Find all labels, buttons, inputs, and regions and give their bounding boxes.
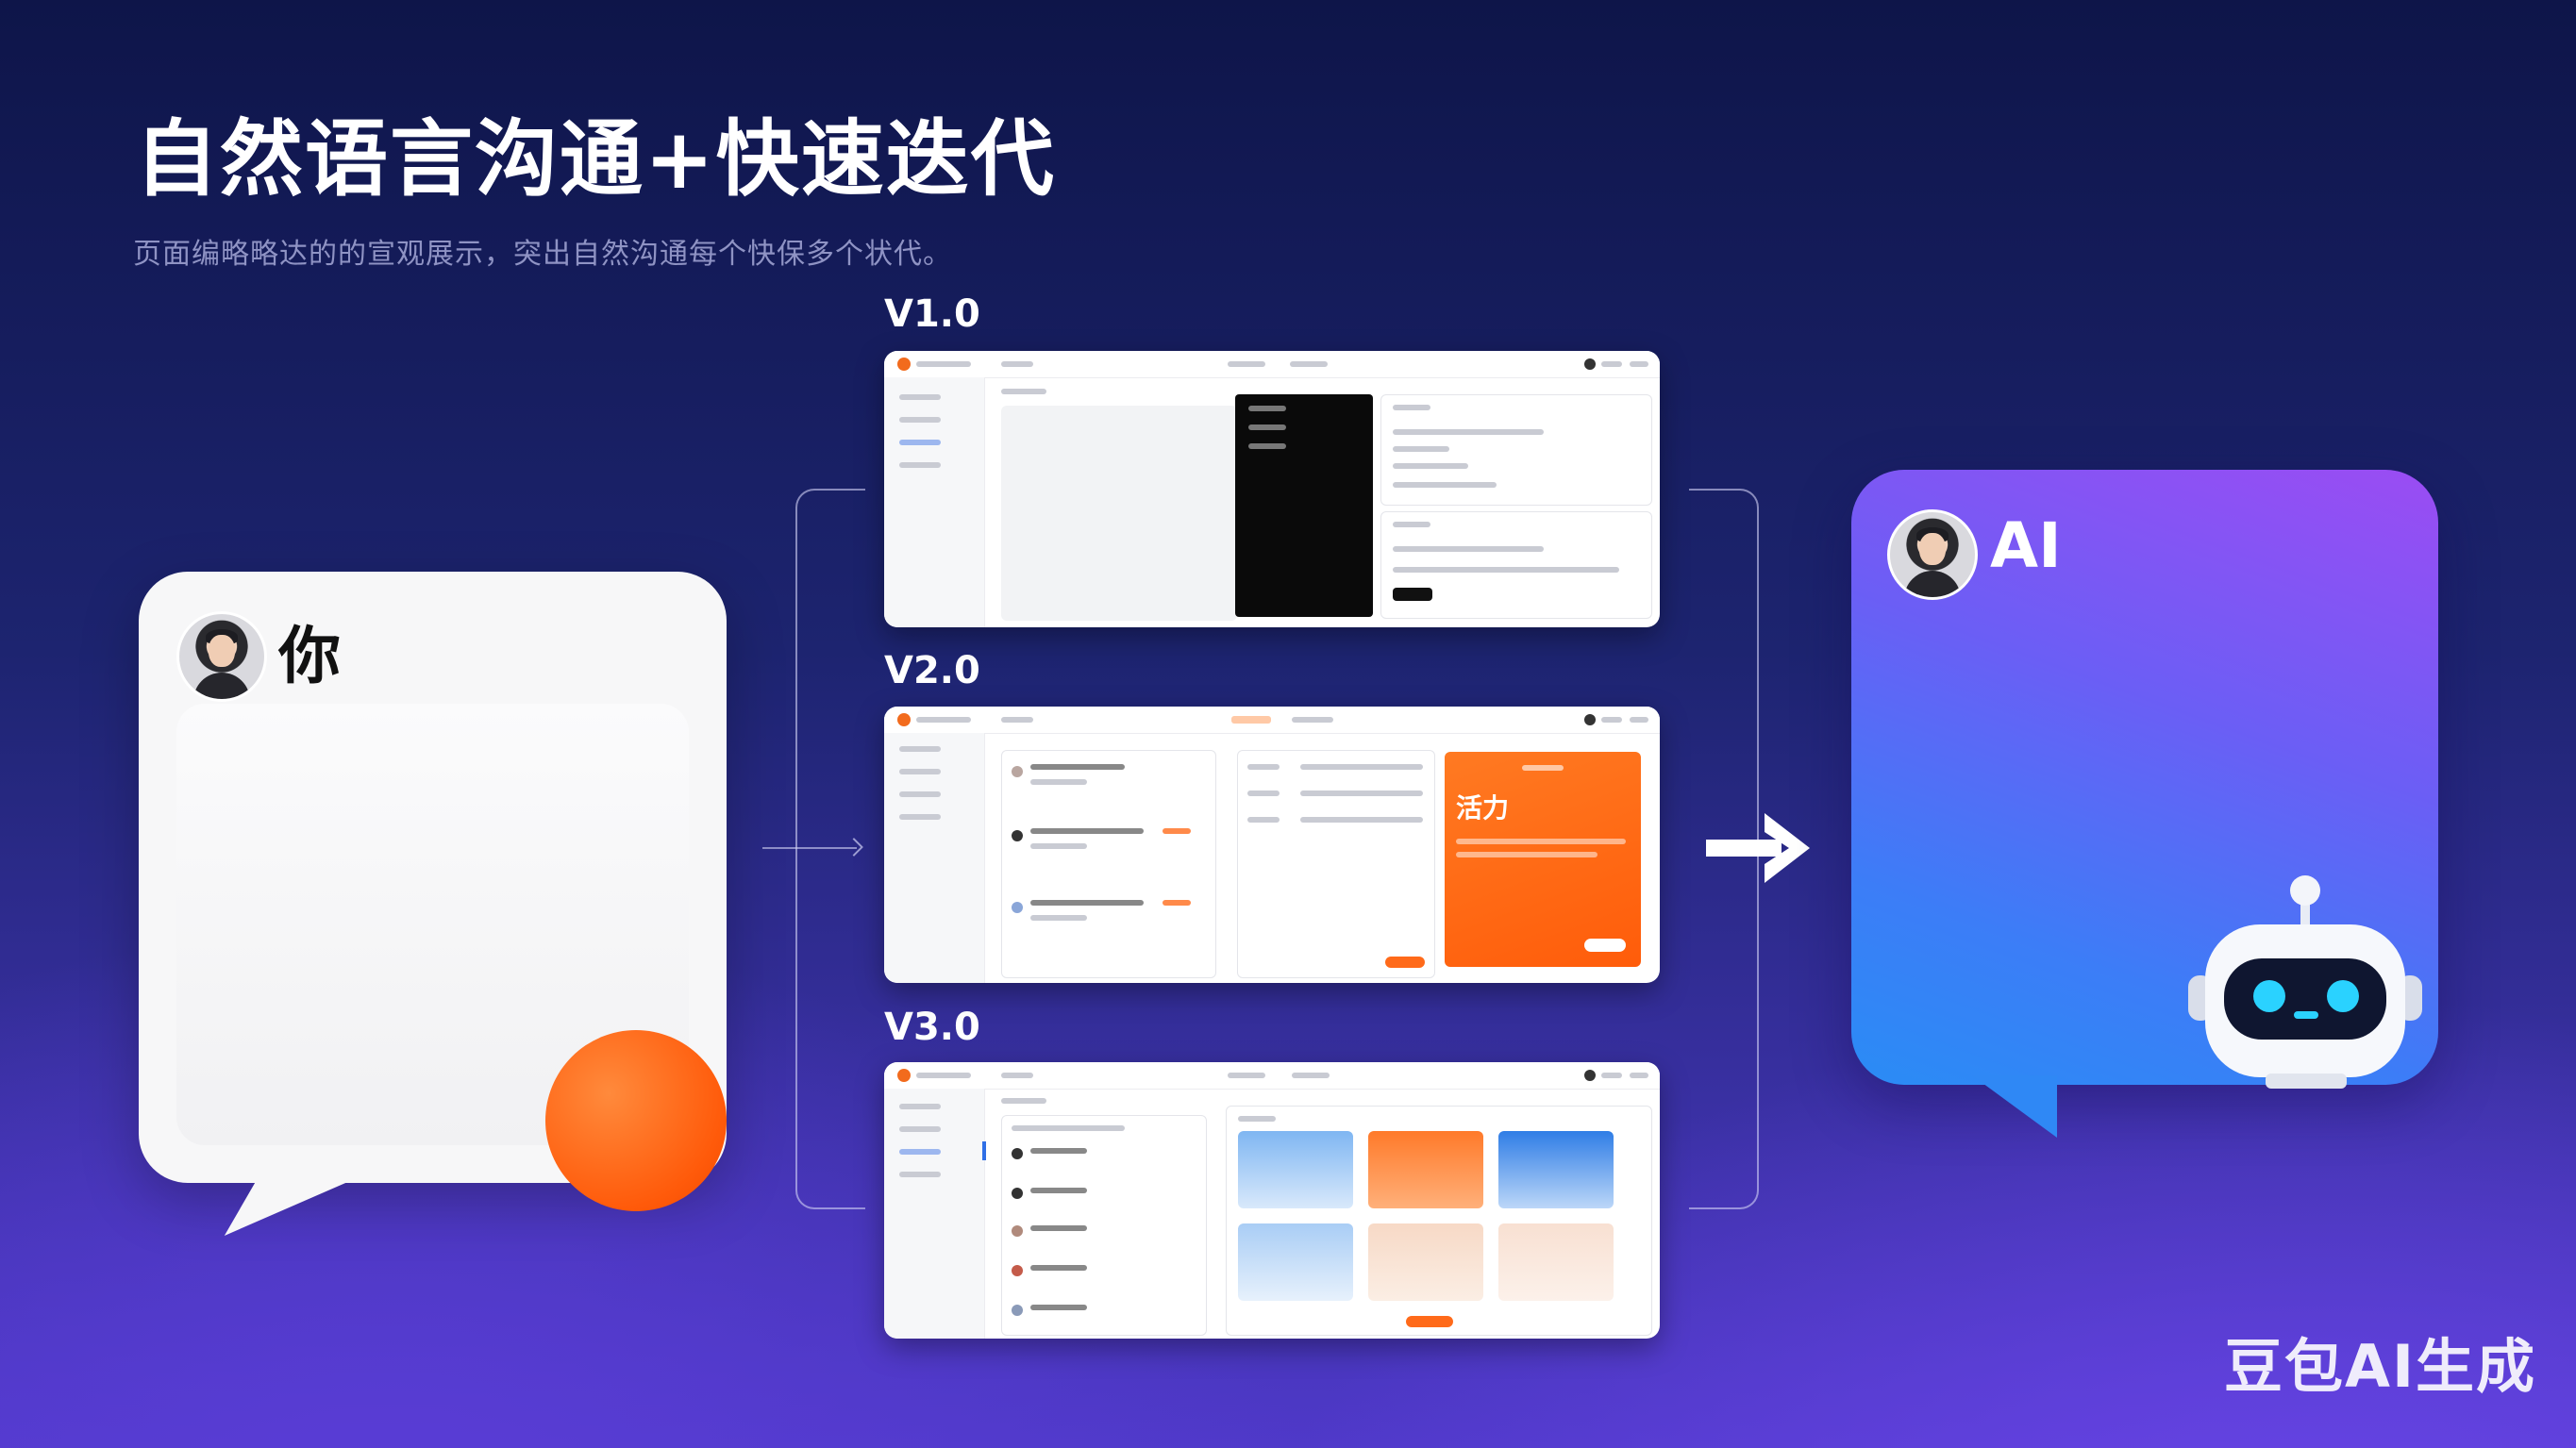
mini-logo-icon — [897, 358, 911, 371]
filter-panel — [1237, 750, 1435, 978]
form-panel-bottom — [1380, 511, 1652, 619]
template-card-peach — [1368, 1223, 1483, 1301]
mini-logo-icon — [897, 713, 911, 726]
watermark: 豆包AI生成 — [2224, 1332, 2537, 1401]
template-card-darkblue — [1498, 1131, 1614, 1208]
ai-bubble-tail — [1972, 1075, 2057, 1138]
mini-sidebar — [884, 377, 985, 627]
template-card-blue — [1238, 1131, 1353, 1208]
mini-logo-icon — [897, 1069, 911, 1082]
left-bracket-line — [795, 489, 865, 1209]
form-panel-top — [1380, 394, 1652, 506]
version-label-v3: V3.0 — [884, 1006, 980, 1049]
mini-orange-button — [1406, 1316, 1453, 1327]
version-v3-screenshot[interactable] — [884, 1062, 1660, 1339]
page-title: 自然语言沟通+快速迭代 — [135, 110, 1056, 208]
robot-icon — [2184, 872, 2430, 1089]
user-to-versions-arrow — [762, 847, 857, 849]
ai-name: AI — [1990, 509, 2062, 582]
mini-orange-button — [1385, 957, 1425, 968]
version-v2-screenshot[interactable]: 活力 — [884, 707, 1660, 983]
mini-white-button — [1584, 939, 1626, 952]
vibrant-orange-card: 活力 — [1445, 752, 1641, 967]
template-card-cream — [1498, 1223, 1614, 1301]
vibrant-card-title: 活力 — [1456, 792, 1510, 824]
version-v1-screenshot[interactable] — [884, 351, 1660, 627]
member-list-panel — [1001, 1115, 1207, 1336]
page-subtitle: 页面编略略达的的宣观展示，突出自然沟通每个快保多个状代。 — [133, 238, 952, 271]
template-card-orange — [1368, 1131, 1483, 1208]
version-label-v1: V1.0 — [884, 292, 980, 336]
orange-ball-decoration — [545, 1030, 727, 1211]
contact-list-panel — [1001, 750, 1216, 978]
user-avatar — [176, 611, 267, 702]
dark-menu-panel — [1235, 394, 1373, 617]
mini-sidebar — [884, 733, 985, 983]
mini-topbar — [884, 351, 1660, 378]
mini-dark-button — [1393, 588, 1432, 601]
user-name: 你 — [278, 620, 341, 692]
big-arrow-right-icon — [1706, 813, 1810, 883]
template-card-lightblue — [1238, 1223, 1353, 1301]
template-grid-panel — [1226, 1106, 1652, 1336]
ai-avatar — [1887, 509, 1978, 600]
version-label-v2: V2.0 — [884, 649, 980, 692]
mini-topbar — [884, 1062, 1660, 1090]
mini-topbar — [884, 707, 1660, 734]
mini-sidebar — [884, 1089, 985, 1339]
